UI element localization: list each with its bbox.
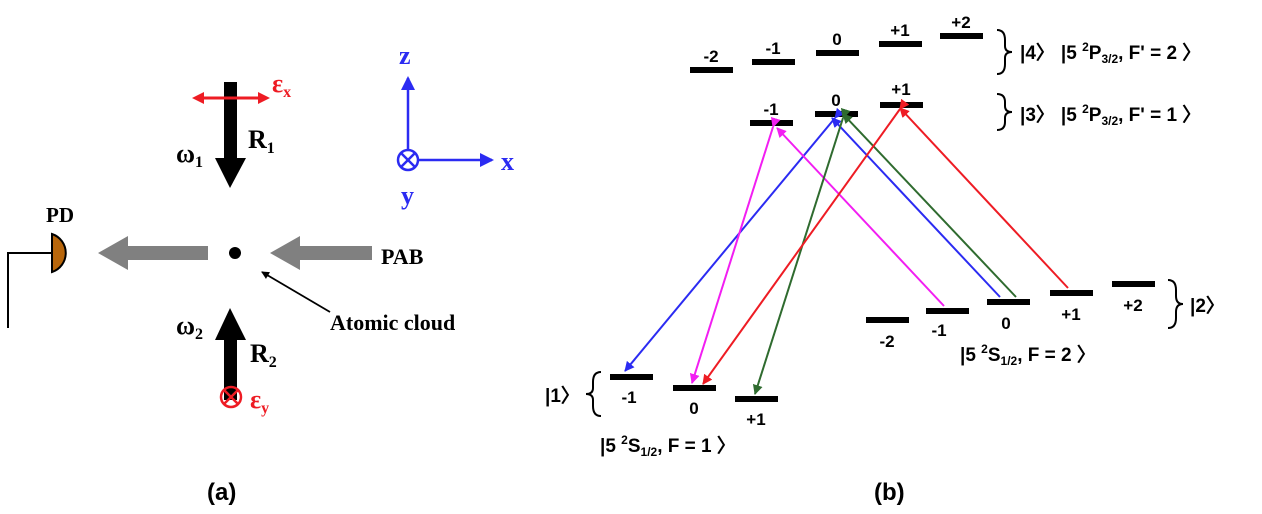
sublevel-2-m-1 [926, 308, 969, 314]
sublevel-1-m0 [673, 385, 716, 391]
sublevel-2-label-p2: +2 [1123, 296, 1142, 315]
panel-a: εx R1 ω1 PAB PD εy R2 ω2 Atomic [7, 41, 514, 506]
coordinate-axes [396, 76, 494, 172]
sublevel-3-p1 [880, 102, 923, 108]
level-1-tag: |1〉 [545, 384, 580, 407]
transition-magenta-2 [776, 127, 945, 307]
beam-r1-label: R1 [248, 125, 275, 157]
transition-blue-2 [831, 117, 1001, 298]
level-4-label: |4〉|5 2P3/2, F' = 2 〉 [1020, 40, 1201, 66]
level-4-sublevels: -2 -1 0 +1 +2 [690, 13, 983, 73]
pab-beam-arrow [270, 236, 372, 270]
polarization-x-label: εx [272, 69, 291, 101]
transition-red-2 [899, 107, 1069, 289]
transition-magenta-1 [689, 116, 781, 384]
sublevel-4-m-1 [752, 59, 795, 65]
sublevel-4-m-2 [690, 67, 733, 73]
transition-green-1 [752, 107, 851, 395]
pab-label: PAB [381, 244, 424, 269]
sublevel-1-label-p1: +1 [746, 410, 765, 429]
sublevel-2-label-m1: -1 [931, 321, 946, 340]
level-2-term: |5 2S1/2, F = 2 〉 [960, 342, 1096, 368]
axis-z-label: z [399, 41, 411, 70]
polarization-x-arrow [192, 92, 270, 104]
atomic-cloud-pointer [261, 271, 331, 313]
level-3-bracket [996, 93, 1013, 131]
photodiode [7, 232, 67, 328]
sublevel-3-label-m1: -1 [763, 100, 778, 119]
level-2-bracket [1167, 279, 1184, 329]
panel-b: -2 -1 0 +1 +2 |4〉|5 2P3/2, F' = 2 〉 -1 0… [545, 13, 1225, 506]
sublevel-4-label-0: 0 [832, 30, 841, 49]
sublevel-2-label-0: 0 [1001, 314, 1010, 333]
transition-arrows [624, 98, 1069, 395]
sublevel-4-label-p2: +2 [951, 13, 970, 32]
level-3-sublevels: -1 0 +1 [750, 80, 923, 126]
sublevel-1-label-0: 0 [689, 399, 698, 418]
level-1-bracket [585, 371, 602, 417]
sublevel-4-p2 [940, 33, 983, 39]
panel-a-caption: (a) [207, 479, 236, 506]
level-3-label: |3〉|5 2P3/2, F' = 1 〉 [1020, 102, 1201, 128]
beam-r2-arrow [215, 308, 246, 400]
sublevel-4-label-m2: -2 [703, 47, 718, 66]
sublevel-3-label-p1: +1 [891, 80, 910, 99]
beam-omega1-label: ω1 [176, 139, 203, 171]
sublevel-3-m0 [815, 111, 858, 117]
sublevel-4-p1 [879, 41, 922, 47]
sublevel-2-m0 [987, 299, 1030, 305]
sublevel-1-m-1 [610, 374, 653, 380]
beam-r1-arrow [215, 82, 246, 188]
atomic-cloud-label: Atomic cloud [330, 310, 455, 335]
sublevel-4-label-m1: -1 [765, 39, 780, 58]
pd-label: PD [46, 203, 74, 227]
beam-omega2-label: ω2 [176, 311, 203, 343]
sublevel-2-m-2 [866, 317, 909, 323]
sublevel-3-label-0: 0 [831, 91, 840, 110]
sublevel-2-label-p1: +1 [1061, 305, 1080, 324]
polarization-y-label: εy [250, 385, 269, 417]
axis-y-label: y [401, 181, 414, 210]
transition-red-1 [702, 98, 910, 385]
panel-b-caption: (b) [874, 479, 905, 506]
sublevel-2-label-m2: -2 [879, 332, 894, 351]
sublevel-4-label-p1: +1 [890, 21, 909, 40]
transmitted-beam-arrow [98, 236, 208, 270]
sublevel-3-m-1 [750, 120, 793, 126]
atomic-cloud-dot [229, 247, 241, 259]
sublevel-1-p1 [735, 396, 778, 402]
sublevel-1-label-m1: -1 [621, 388, 636, 407]
sublevel-2-p2 [1112, 281, 1155, 287]
polarization-y-symbol [219, 385, 243, 409]
sublevel-2-p1 [1050, 290, 1093, 296]
level-2-tag: |2〉 [1190, 294, 1225, 317]
level-1-term: |5 2S1/2, F = 1 〉 [600, 433, 736, 459]
beam-r2-label: R2 [250, 339, 277, 371]
axis-x-label: x [501, 147, 514, 176]
level-4-bracket [996, 29, 1013, 75]
level-1-sublevels: -1 0 +1 [610, 374, 778, 429]
sublevel-4-m0 [816, 50, 859, 56]
